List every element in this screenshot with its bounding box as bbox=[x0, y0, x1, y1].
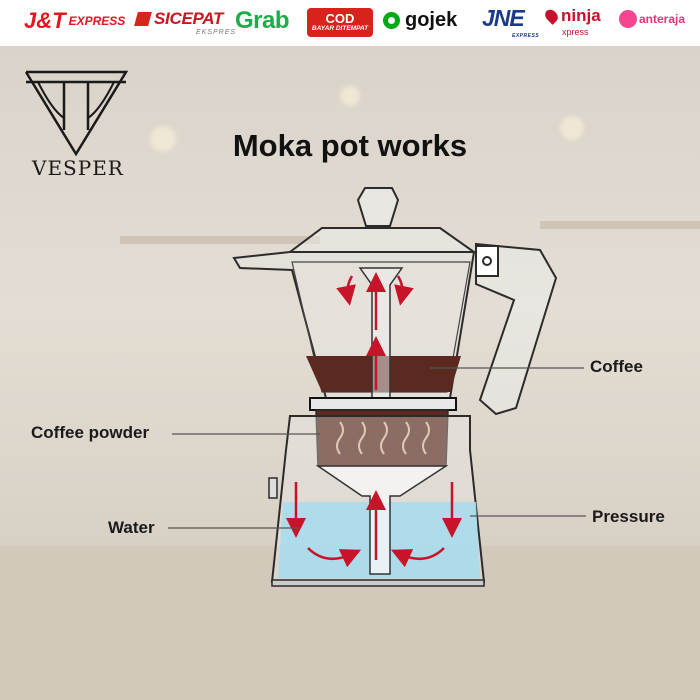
gojek-mark-icon bbox=[383, 12, 400, 29]
filter-plate bbox=[309, 397, 457, 411]
label-coffee: Coffee bbox=[590, 357, 643, 376]
safety-valve bbox=[268, 477, 278, 499]
background-light bbox=[150, 126, 176, 152]
background-light bbox=[340, 86, 360, 106]
powder-steam bbox=[336, 421, 430, 455]
background-shelf bbox=[120, 236, 320, 244]
lid bbox=[287, 227, 478, 253]
brand-name: VESPER bbox=[32, 156, 124, 180]
lid-knob bbox=[356, 187, 400, 227]
grab-logo: Grab bbox=[235, 7, 290, 34]
gojek-logo: gojek bbox=[383, 9, 457, 32]
label-pressure: Pressure bbox=[592, 507, 665, 526]
anteraja-mark-icon bbox=[619, 10, 637, 28]
label-water: Water bbox=[108, 518, 155, 537]
label-coffee-powder: Coffee powder bbox=[31, 423, 150, 442]
arrow-swirl-left bbox=[307, 547, 362, 568]
background-shelf bbox=[540, 221, 700, 229]
anteraja-logo: anteraja bbox=[619, 10, 685, 28]
arrow-swirl-right bbox=[390, 547, 445, 568]
diagram-title: Moka pot works bbox=[232, 128, 468, 163]
arrow-pour-right bbox=[394, 275, 414, 306]
pot-base bbox=[271, 579, 485, 587]
ninja-xpress-logo: ninja xpress bbox=[542, 7, 601, 37]
funnel bbox=[315, 465, 449, 575]
handle-rivet bbox=[482, 256, 492, 266]
handle-hinge bbox=[475, 245, 499, 277]
background-light bbox=[560, 116, 584, 140]
sicepat-logo: SICEPAT EKSPRES bbox=[134, 9, 235, 36]
arrow-pour-left bbox=[336, 275, 356, 306]
cod-badge: COD BAYAR DITEMPAT bbox=[307, 8, 373, 37]
handle bbox=[475, 242, 558, 416]
vesper-logo-icon bbox=[24, 70, 128, 156]
